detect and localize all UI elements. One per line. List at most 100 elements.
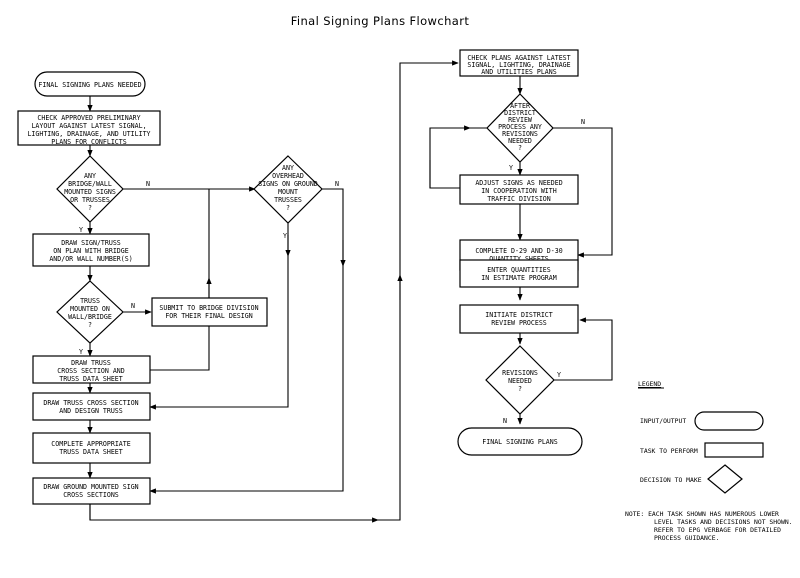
node-text: CHECK PLANS AGAINST LATEST <box>467 54 570 62</box>
node-text: COMPLETE D-29 AND D-30 <box>475 247 562 255</box>
node-text: FINAL SIGNING PLANS <box>482 438 557 446</box>
task-complete-truss <box>32 432 151 464</box>
node-text: AND DESIGN TRUSS <box>59 407 123 415</box>
edge-label-y: Y <box>557 371 561 379</box>
node-text: COMPLETE APPROPRIATE <box>51 440 130 448</box>
node-text: CHECK APPROVED PRELIMINARY <box>37 114 140 122</box>
edge-label-n: N <box>335 180 339 188</box>
task-draw-truss-design <box>32 392 151 421</box>
node-text: ADJUST SIGNS AS NEEDED <box>475 179 562 187</box>
node-text: ON PLAN WITH BRIDGE <box>53 247 128 255</box>
task-draw-truss-cross <box>32 355 151 384</box>
node-text: AND/OR WALL NUMBER(S) <box>49 255 132 263</box>
task-draw-ground <box>32 477 151 505</box>
node-text: WALL/BRIDGE <box>68 313 112 321</box>
node-text: OR TRUSSES <box>70 196 110 204</box>
node-text: ANY <box>282 164 294 172</box>
edge-labels: Y N Y N Y N Y N Y N <box>79 118 585 425</box>
node-text: MOUNT <box>278 188 298 196</box>
start-terminal <box>34 71 146 97</box>
node-text: REVIEW <box>508 116 532 124</box>
edge-label-y: Y <box>79 226 83 234</box>
node-text: TRUSS <box>80 297 100 305</box>
node-text: ANY <box>84 172 96 180</box>
node-text: TRUSSES <box>274 196 302 204</box>
node-text: SUBMIT TO BRIDGE DIVISION <box>159 304 258 312</box>
node-text: ? <box>518 144 522 152</box>
node-text: ? <box>518 385 522 393</box>
node-text: REVIEW PROCESS <box>491 319 547 327</box>
legend-decision-label: DECISION TO MAKE <box>640 476 702 484</box>
decision-bridge-wall <box>56 155 124 223</box>
decision-overhead <box>253 155 323 224</box>
node-text: DRAW SIGN/TRUSS <box>61 239 121 247</box>
node-text: DRAW TRUSS CROSS SECTION <box>43 399 138 407</box>
legend-io-label: INPUT/OUTPUT <box>640 417 686 425</box>
node-text: OVERHEAD <box>272 172 304 180</box>
node-text: QUANTITY SHEETS <box>489 255 549 263</box>
task-check-prelim <box>17 110 161 146</box>
note-line: LEVEL TASKS AND DECISIONS NOT SHOWN. <box>654 518 793 526</box>
decision-district-revisions <box>486 93 554 163</box>
node-text: AFTER <box>510 102 530 110</box>
node-text: REVISIONS <box>502 130 538 138</box>
note: NOTE: EACH TASK SHOWN HAS NUMEROUS LOWER… <box>625 510 793 542</box>
edge-label-n: N <box>146 180 150 188</box>
node-text: TRAFFIC DIVISION <box>487 195 551 203</box>
connectors <box>87 60 613 523</box>
node-text: CROSS SECTION AND <box>57 367 125 375</box>
node-text: PLANS FOR CONFLICTS <box>51 138 126 146</box>
node-text: TRUSS DATA SHEET <box>59 375 123 383</box>
legend: LEGEND INPUT/OUTPUT TASK TO PERFORM DECI… <box>638 380 764 494</box>
task-initiate-review <box>459 304 579 334</box>
note-line: REFER TO EPG VERBAGE FOR DETAILED <box>654 526 781 534</box>
node-text: DRAW GROUND MOUNTED SIGN <box>43 483 138 491</box>
node-text: FINAL SIGNING PLANS NEEDED <box>38 81 141 89</box>
legend-decision-shape <box>707 464 743 494</box>
legend-task-label: TASK TO PERFORM <box>640 447 698 455</box>
edge-label-y: Y <box>283 232 287 240</box>
node-text: INITIATE DISTRICT <box>485 311 553 319</box>
edge-label-y: Y <box>509 164 513 172</box>
legend-task-shape <box>704 442 764 458</box>
legend-io-shape <box>694 411 764 431</box>
node-text: TRUSS DATA SHEET <box>59 448 123 456</box>
node-text: FOR THEIR FINAL DESIGN <box>165 312 252 320</box>
note-line: PROCESS GUIDANCE. <box>654 534 719 542</box>
edge-label-n: N <box>131 302 135 310</box>
task-adjust-signs <box>459 174 579 205</box>
node-text: IN COOPERATION WITH <box>481 187 556 195</box>
task-draw-sign-truss <box>32 233 150 267</box>
decision-truss-mounted <box>56 280 124 344</box>
node-text: IN ESTIMATE PROGRAM <box>481 274 556 282</box>
node-text: NEEDED <box>508 137 532 145</box>
end-terminal <box>457 427 583 456</box>
node-text: BRIDGE/WALL <box>68 180 112 188</box>
node-text: SIGNAL, LIGHTING, DRAINAGE <box>467 61 570 69</box>
node-text: MOUNTED SIGNS <box>64 188 116 196</box>
node-text: MOUNTED ON <box>70 305 110 313</box>
node-text: CROSS SECTIONS <box>63 491 119 499</box>
decision-revisions-needed <box>485 345 555 415</box>
chart-title: Final Signing Plans Flowchart <box>291 14 470 28</box>
node-text: REVISIONS <box>502 369 538 377</box>
legend-title: LEGEND <box>638 380 661 388</box>
task-submit-bridge <box>151 297 268 327</box>
note-line: NOTE: EACH TASK SHOWN HAS NUMEROUS LOWER <box>625 510 779 518</box>
node-text: ? <box>286 204 290 212</box>
edge-label-y: Y <box>79 348 83 356</box>
node-text: ? <box>88 321 92 329</box>
edge-label-n: N <box>503 417 507 425</box>
node-text: PROCESS ANY <box>498 123 542 131</box>
task-enter-quantities-estimate <box>459 259 579 288</box>
node-text: AND UTILITIES PLANS <box>481 68 556 76</box>
node-text: NEEDED <box>508 377 532 385</box>
node-text: LIGHTING, DRAINAGE, AND UTILITY <box>27 130 150 138</box>
node-text: DRAW TRUSS <box>71 359 111 367</box>
node-text: ENTER QUANTITIES <box>487 266 551 274</box>
node-text: SIGNS ON GROUND <box>258 180 318 188</box>
edge-label-n: N <box>581 118 585 126</box>
node-text: LAYOUT AGAINST LATEST SIGNAL, <box>31 122 146 130</box>
node-text: ? <box>88 204 92 212</box>
